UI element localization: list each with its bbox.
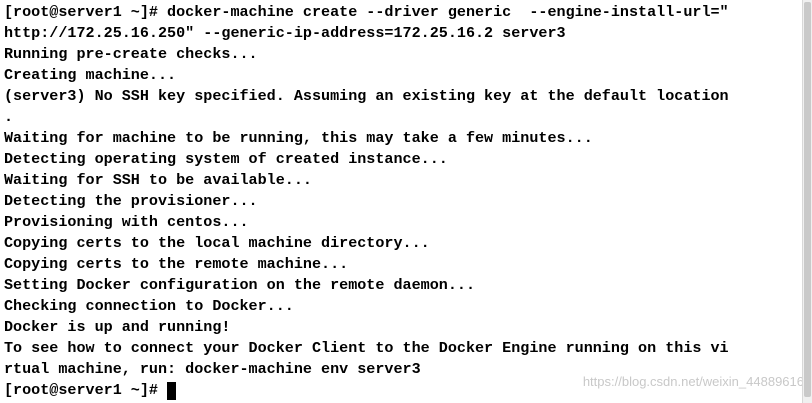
terminal-line-6: .	[4, 108, 14, 126]
terminal-line-9: Waiting for SSH to be available...	[4, 171, 312, 189]
terminal-line-14: Setting Docker configuration on the remo…	[4, 276, 476, 294]
terminal-line-5: (server3) No SSH key specified. Assuming…	[4, 87, 729, 105]
terminal-line-18: rtual machine, run: docker-machine env s…	[4, 360, 421, 378]
terminal-line-4: Creating machine...	[4, 66, 177, 84]
terminal-line-8: Detecting operating system of created in…	[4, 150, 448, 168]
shell-prompt: [root@server1 ~]#	[4, 381, 158, 399]
text-cursor	[166, 381, 176, 400]
terminal-line-2: http://172.25.16.250" --generic-ip-addre…	[4, 24, 566, 42]
terminal-line-7: Waiting for machine to be running, this …	[4, 129, 593, 147]
terminal-line-10: Detecting the provisioner...	[4, 192, 258, 210]
terminal-line-1: [root@server1 ~]# docker-machine create …	[4, 3, 729, 21]
watermark-url: https://blog.csdn.net/weixin_44889616	[582, 374, 804, 389]
terminal-prompt-line[interactable]: [root@server1 ~]#	[4, 380, 802, 401]
terminal-line-13: Copying certs to the remote machine...	[4, 255, 349, 273]
terminal-line-3: Running pre-create checks...	[4, 45, 258, 63]
terminal-line-11: Provisioning with centos...	[4, 213, 249, 231]
scrollbar-thumb[interactable]	[804, 2, 811, 397]
terminal-line-17: To see how to connect your Docker Client…	[4, 339, 729, 357]
terminal-output[interactable]: [root@server1 ~]# docker-machine create …	[4, 0, 802, 403]
vertical-scrollbar[interactable]	[802, 0, 812, 403]
terminal-line-16: Docker is up and running!	[4, 318, 231, 336]
terminal-line-12: Copying certs to the local machine direc…	[4, 234, 430, 252]
terminal-line-15: Checking connection to Docker...	[4, 297, 294, 315]
